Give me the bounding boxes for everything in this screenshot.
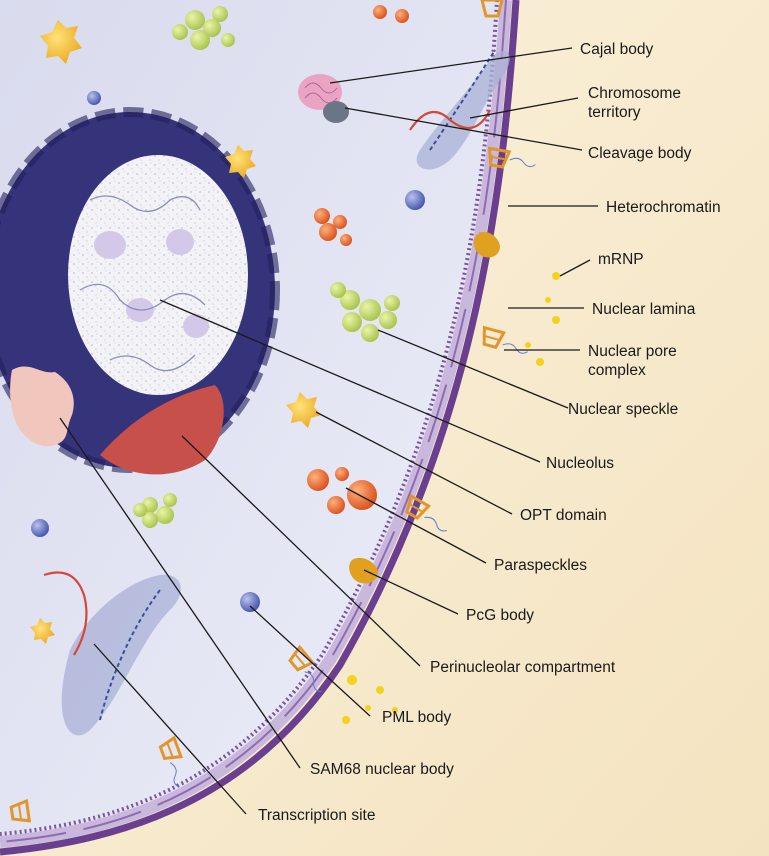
label-nucleolus: Nucleolus bbox=[546, 455, 614, 472]
label-pml-body: PML body bbox=[382, 709, 451, 726]
label-heterochromatin: Heterochromatin bbox=[606, 199, 721, 216]
label-mrnp: mRNP bbox=[598, 251, 644, 268]
label-transcription-site: Transcription site bbox=[258, 807, 375, 824]
label-nuclear-lamina: Nuclear lamina bbox=[592, 301, 696, 318]
label-cajal-body: Cajal body bbox=[580, 41, 653, 58]
label-paraspeckles: Paraspeckles bbox=[494, 557, 587, 574]
label-sam68-nuclear-body: SAM68 nuclear body bbox=[310, 761, 454, 778]
label-nuclear-speckle: Nuclear speckle bbox=[568, 401, 678, 418]
cleavage-body-shape bbox=[323, 101, 349, 123]
label-pcg-body: PcG body bbox=[466, 607, 534, 624]
label-perinucleolar-compartment: Perinucleolar compartment bbox=[430, 659, 616, 676]
label-opt-domain: OPT domain bbox=[520, 507, 607, 524]
label-cleavage-body: Cleavage body bbox=[588, 145, 692, 162]
